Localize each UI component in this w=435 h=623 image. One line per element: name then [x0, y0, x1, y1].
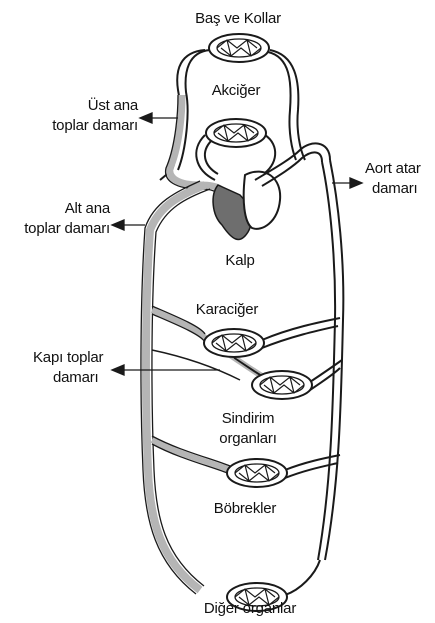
label-other-organs: Diğer organlar — [204, 600, 296, 617]
label-upper-vena-cava-line2: toplar damarı — [30, 117, 138, 134]
kidney-capillary — [227, 459, 287, 487]
head-capillary — [209, 34, 269, 62]
label-aorta-line1: Aort atar — [365, 160, 421, 177]
arrow-portal-vein — [112, 365, 220, 375]
label-portal-vein-line2: damarı — [53, 369, 99, 386]
label-heart: Kalp — [225, 252, 254, 269]
arrow-upper-vena-cava — [140, 113, 178, 123]
liver-capillary — [204, 329, 264, 357]
label-head-arms: Baş ve Kollar — [195, 10, 281, 27]
label-portal-vein-line1: Kapı toplar — [33, 349, 103, 366]
arrow-lower-vena-cava — [112, 220, 145, 230]
label-kidneys: Böbrekler — [214, 500, 276, 517]
lung-capillary — [206, 119, 266, 147]
label-liver: Karaciğer — [196, 301, 258, 318]
heart-shape — [213, 143, 330, 239]
label-digestive-line2: organları — [219, 430, 276, 447]
label-lungs: Akciğer — [212, 82, 261, 99]
label-lower-vena-cava-line1: Alt ana — [30, 200, 110, 217]
digestive-capillary — [252, 371, 312, 399]
label-digestive-line1: Sindirim — [222, 410, 275, 427]
arrow-aorta — [332, 178, 362, 188]
label-aorta-line2: damarı — [372, 180, 418, 197]
label-lower-vena-cava-line2: toplar damarı — [2, 220, 110, 237]
label-upper-vena-cava-line1: Üst ana — [60, 97, 138, 114]
